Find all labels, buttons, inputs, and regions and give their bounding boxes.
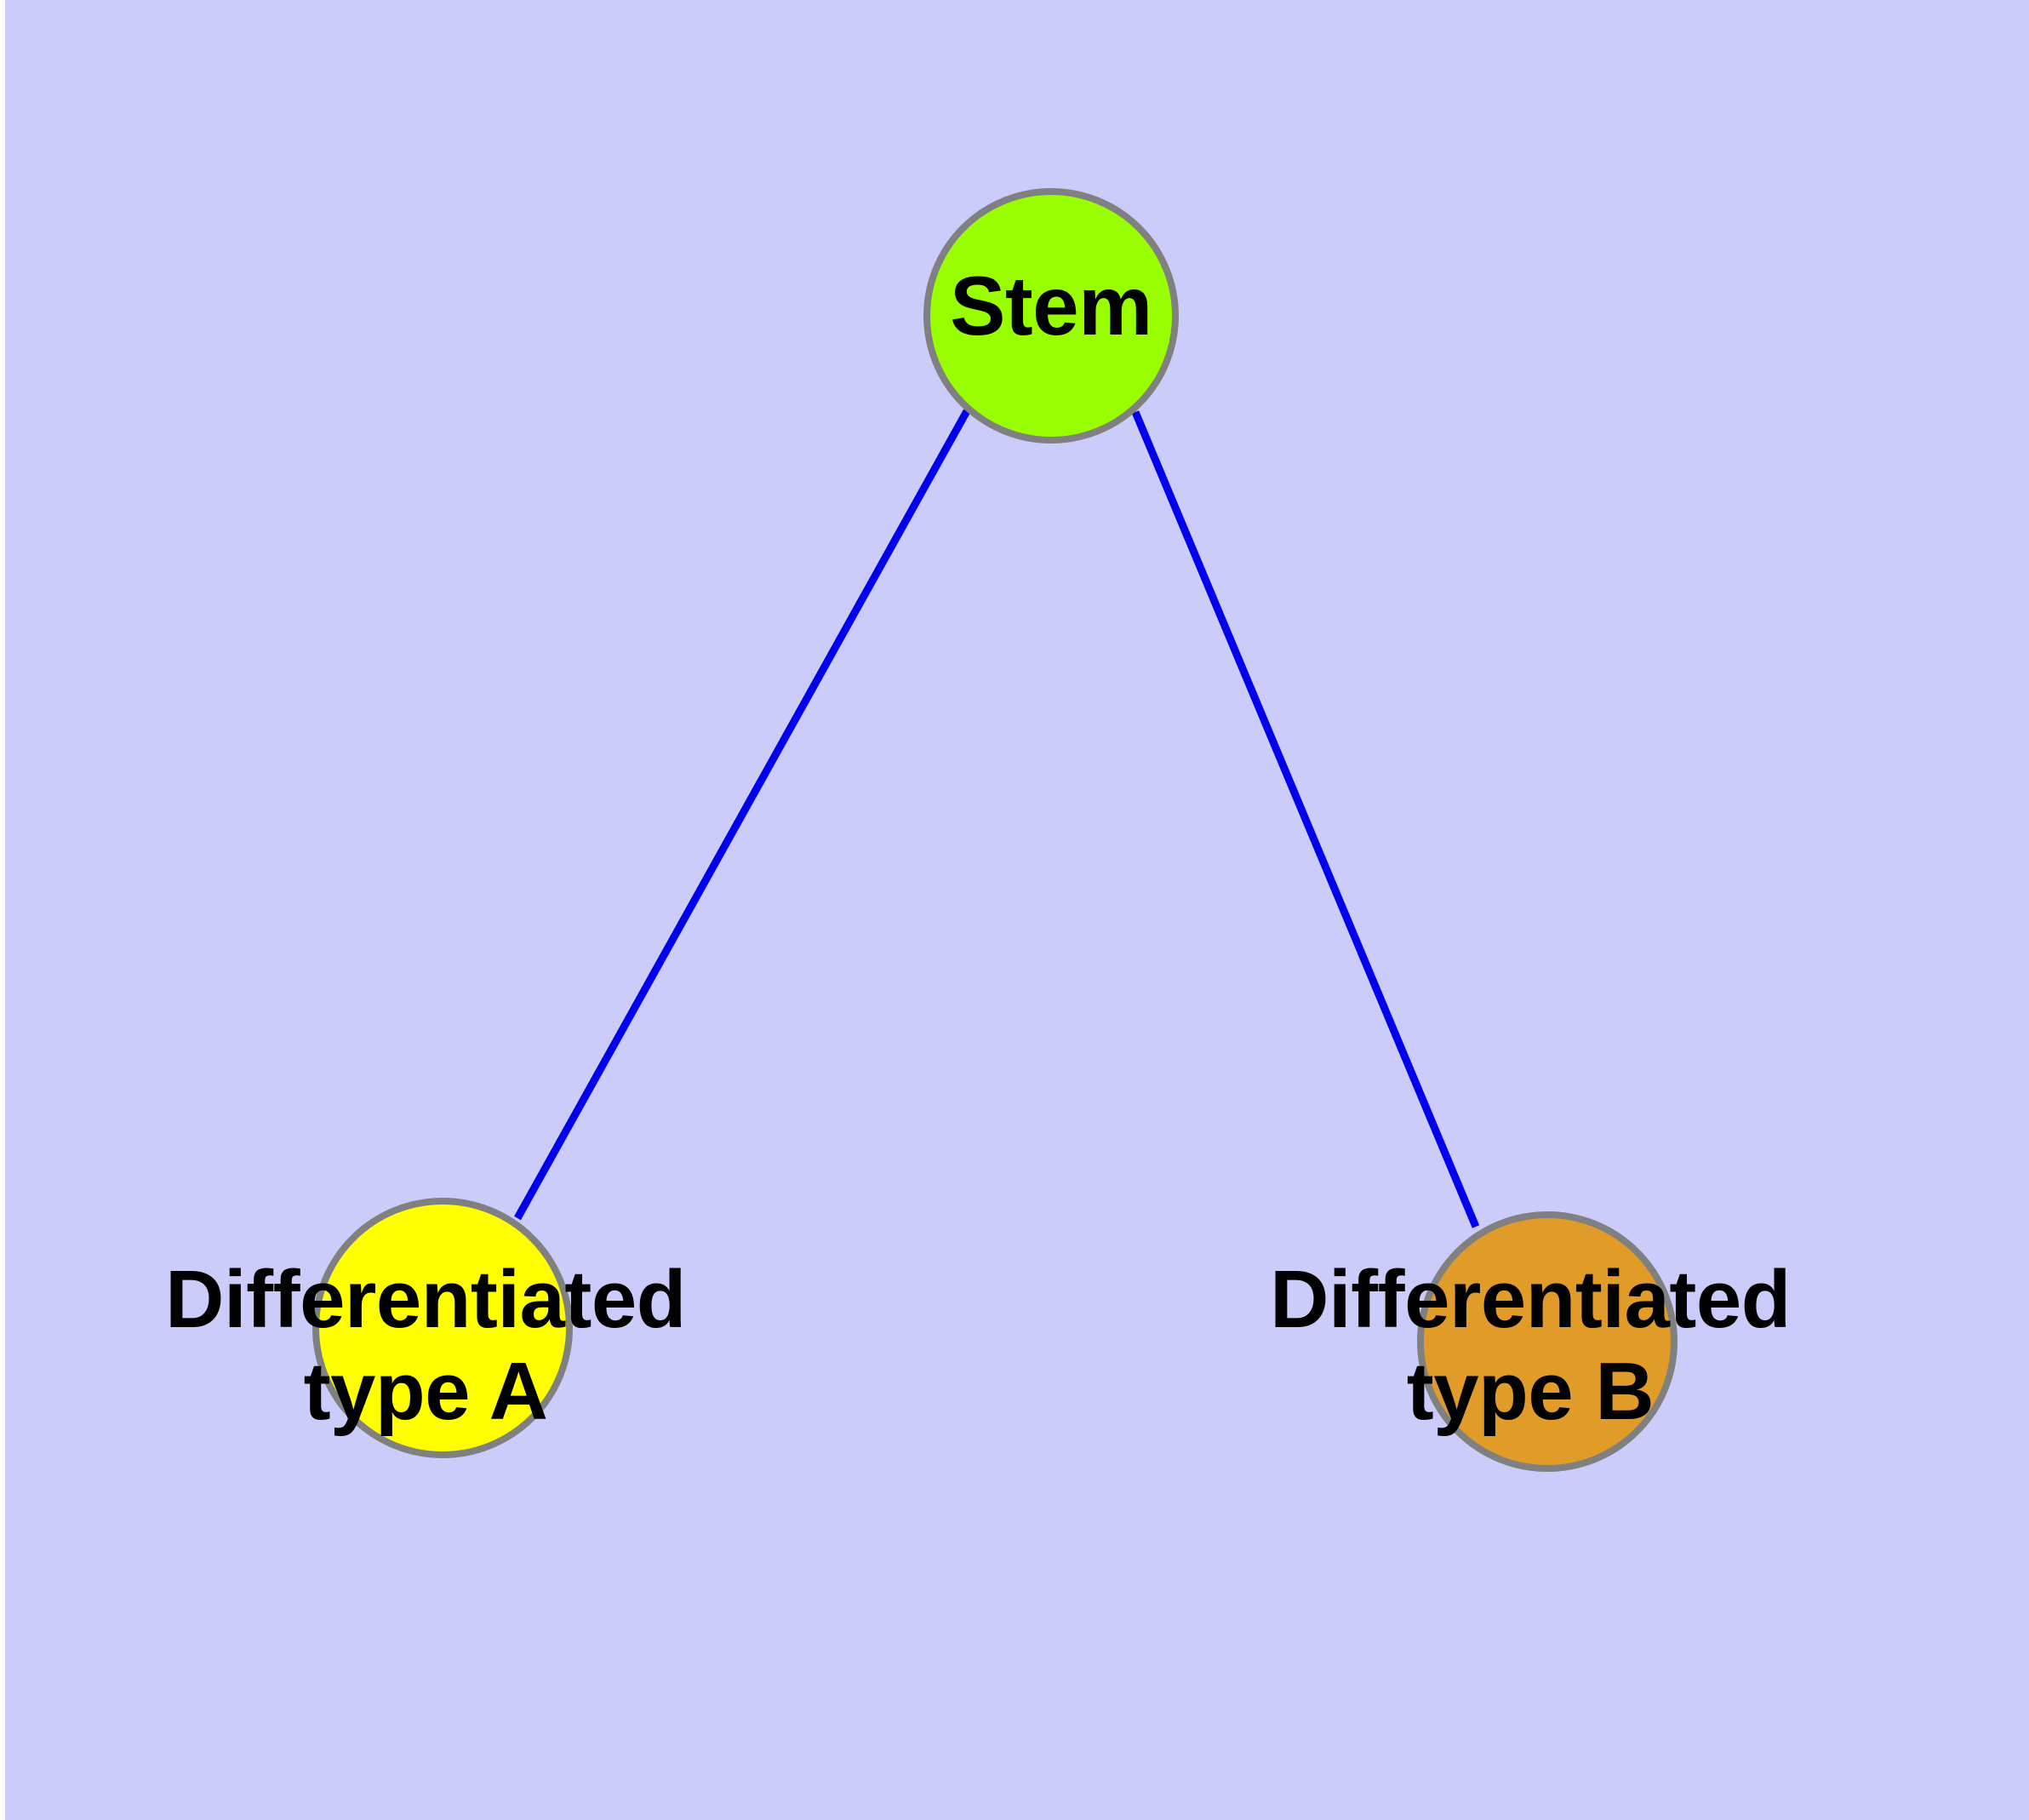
edge-stem-to-type-b	[1131, 410, 1480, 1228]
node-type-a[interactable]	[312, 1198, 573, 1458]
node-type-b[interactable]	[1417, 1211, 1677, 1472]
edge-stem-to-type-a	[514, 409, 970, 1221]
node-stem[interactable]	[923, 188, 1179, 444]
